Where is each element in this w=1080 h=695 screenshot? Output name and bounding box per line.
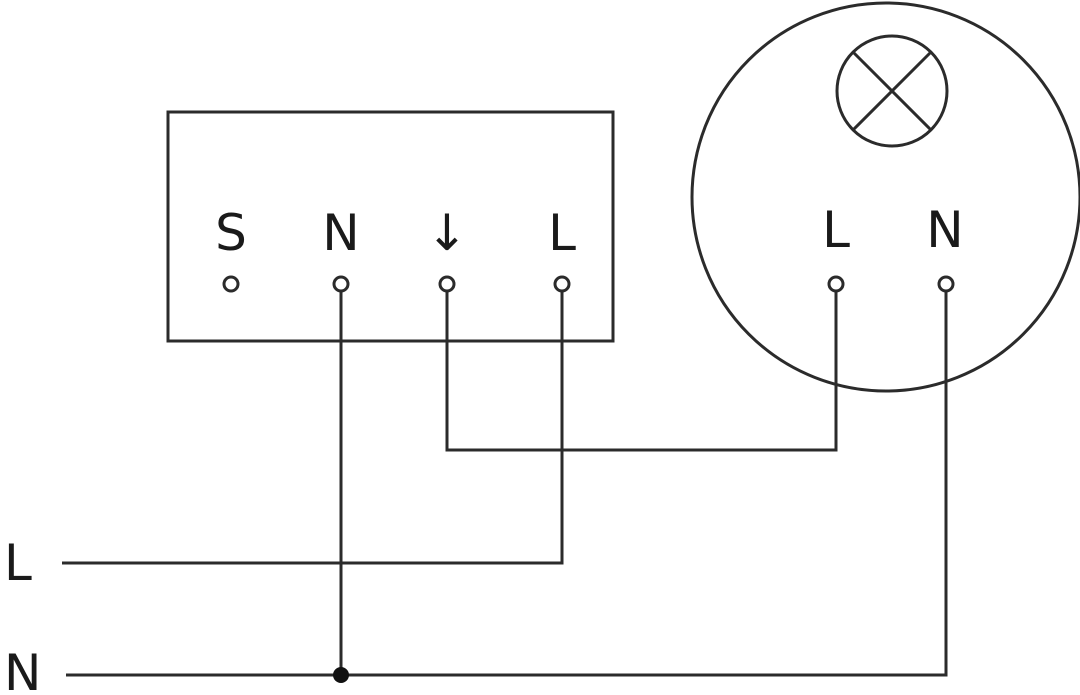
luminaire-outline [690, 1, 1080, 393]
controller-module: S N ↓ L [166, 110, 615, 343]
terminal-s [222, 275, 240, 293]
terminal-label-l: L [548, 204, 576, 262]
terminals [222, 275, 955, 293]
terminal-switched-output [438, 275, 456, 293]
lamp-icon [835, 34, 949, 148]
terminal-label-switched-output: ↓ [426, 204, 468, 262]
supply-line-label: L [4, 534, 32, 592]
terminal-label-s: S [215, 204, 247, 262]
supply-neutral-label: N [4, 644, 41, 695]
luminaire: L N [690, 1, 1080, 393]
terminal-label-n: N [322, 204, 359, 262]
wire-supply-neutral [66, 284, 948, 677]
neutral-junction-dot [333, 667, 349, 683]
luminaire-terminal-l [827, 275, 845, 293]
wire-switched-output-to-lamp [445, 284, 838, 452]
luminaire-terminal-n [937, 275, 955, 293]
controller-box [166, 110, 615, 343]
wire-supply-line [62, 284, 564, 565]
luminaire-terminal-label-l: L [822, 201, 850, 259]
terminal-l [553, 275, 571, 293]
luminaire-terminal-label-n: N [926, 201, 963, 259]
wiring [62, 284, 948, 677]
terminal-n [332, 275, 350, 293]
